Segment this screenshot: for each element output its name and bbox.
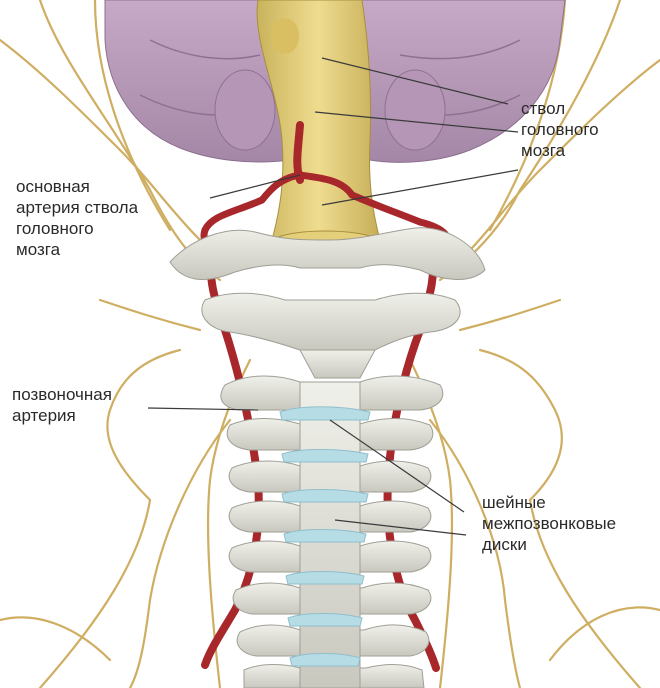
cervical-discs-label-line-1: шейные <box>482 492 616 513</box>
brainstem-label-line-3: мозга <box>521 140 599 161</box>
vertebral-artery-label-line-2: артерия <box>12 405 112 426</box>
vertebral-artery-label: позвоночная артерия <box>12 384 112 426</box>
cervical-discs-label-line-3: диски <box>482 534 616 555</box>
vertebral-artery-label-line-1: позвоночная <box>12 384 112 405</box>
brainstem-label-line-1: ствол <box>521 98 599 119</box>
basilar-artery-label-line-3: головного <box>16 218 138 239</box>
cervical-discs-label-line-2: межпозвонковые <box>482 513 616 534</box>
axis-vertebra <box>202 293 460 350</box>
basilar-artery-label: основная артерия ствола головного мозга <box>16 176 138 260</box>
basilar-artery-label-line-2: артерия ствола <box>16 197 138 218</box>
cervical-discs-label: шейные межпозвонковые диски <box>482 492 616 555</box>
brainstem-label: ствол головного мозга <box>521 98 599 161</box>
basilar-artery-label-line-4: мозга <box>16 239 138 260</box>
basilar-artery-label-line-1: основная <box>16 176 138 197</box>
brainstem-label-line-2: головного <box>521 119 599 140</box>
